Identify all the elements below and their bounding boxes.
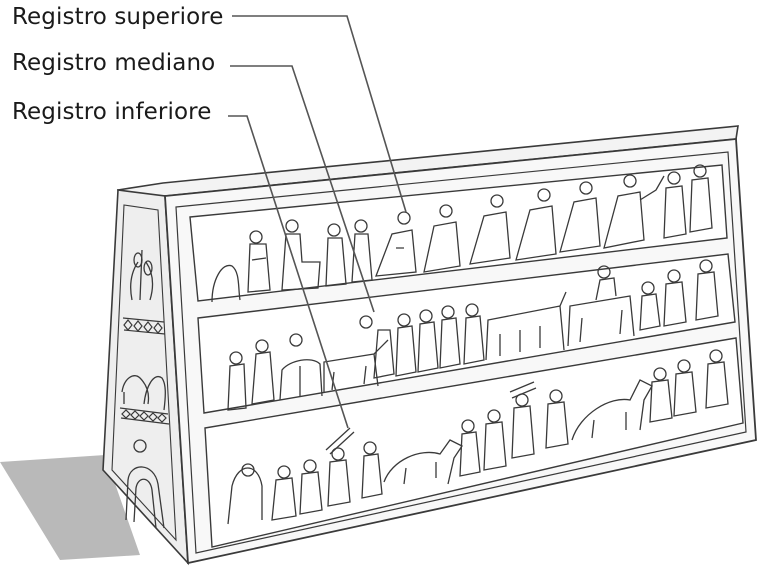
middle-animal-1 xyxy=(279,333,323,401)
bottom-figure-11 xyxy=(673,359,697,417)
bottom-figure-9 xyxy=(545,389,569,449)
side-plant-motif xyxy=(130,249,154,301)
bottom-register-figures xyxy=(227,349,729,525)
label-registro-superiore: Registro superiore xyxy=(12,4,224,30)
front-inner-border xyxy=(175,151,747,554)
ground-shadow xyxy=(0,455,140,560)
bottom-figure-12 xyxy=(705,349,729,409)
middle-animal-goats xyxy=(485,291,567,361)
side-animals-motif xyxy=(121,375,166,411)
middle-register-figures xyxy=(227,259,719,411)
bottom-animal-2 xyxy=(571,379,653,441)
label-registro-inferiore: Registro inferiore xyxy=(12,99,212,125)
middle-figure-9 xyxy=(639,281,661,331)
bottom-figure-10 xyxy=(649,367,673,423)
top-figure-6 xyxy=(423,204,461,273)
middle-figure-4 xyxy=(395,313,417,377)
bottom-figure-5 xyxy=(361,441,383,499)
bottom-animal-1 xyxy=(383,439,463,485)
middle-figure-2 xyxy=(251,339,275,405)
top-figure-8 xyxy=(515,188,557,261)
middle-figure-8 xyxy=(595,265,617,301)
top-figure-9 xyxy=(559,181,601,253)
top-figure-1 xyxy=(247,230,271,293)
leader-line-inferiore xyxy=(228,115,349,429)
middle-figure-6 xyxy=(439,305,461,369)
top-figure-10 xyxy=(603,174,665,249)
side-diamond-band-top xyxy=(122,317,166,335)
bottom-figure-6 xyxy=(459,419,481,477)
bottom-figure-3 xyxy=(299,459,323,515)
middle-animal-ox-2 xyxy=(567,295,635,347)
top-figure-3 xyxy=(325,223,347,287)
bottom-figure-8-porter xyxy=(509,381,537,459)
side-inner-border xyxy=(111,204,177,542)
bottom-figure-1 xyxy=(227,463,263,525)
middle-figure-11 xyxy=(695,259,719,321)
bottom-figure-4-porter xyxy=(325,427,355,507)
label-registro-mediano: Registro mediano xyxy=(12,50,216,76)
register-bottom-panel xyxy=(204,337,744,548)
side-arch-figure xyxy=(125,439,165,529)
leader-line-mediano xyxy=(230,65,375,313)
leader-line-superiore xyxy=(232,15,407,213)
top-figure-7 xyxy=(469,194,511,265)
middle-figure-7 xyxy=(463,303,485,365)
side-diamond-band-bottom xyxy=(119,407,170,425)
middle-figure-3 xyxy=(359,315,395,379)
middle-figure-1 xyxy=(227,351,247,411)
top-figure-11 xyxy=(663,171,687,239)
top-figure-12 xyxy=(689,164,713,233)
top-figure-5 xyxy=(375,211,417,277)
bottom-figure-7 xyxy=(483,409,507,471)
middle-figure-5 xyxy=(417,309,439,373)
middle-figure-10 xyxy=(663,269,687,327)
register-middle-panel xyxy=(197,253,736,414)
bottom-figure-2 xyxy=(271,465,297,521)
